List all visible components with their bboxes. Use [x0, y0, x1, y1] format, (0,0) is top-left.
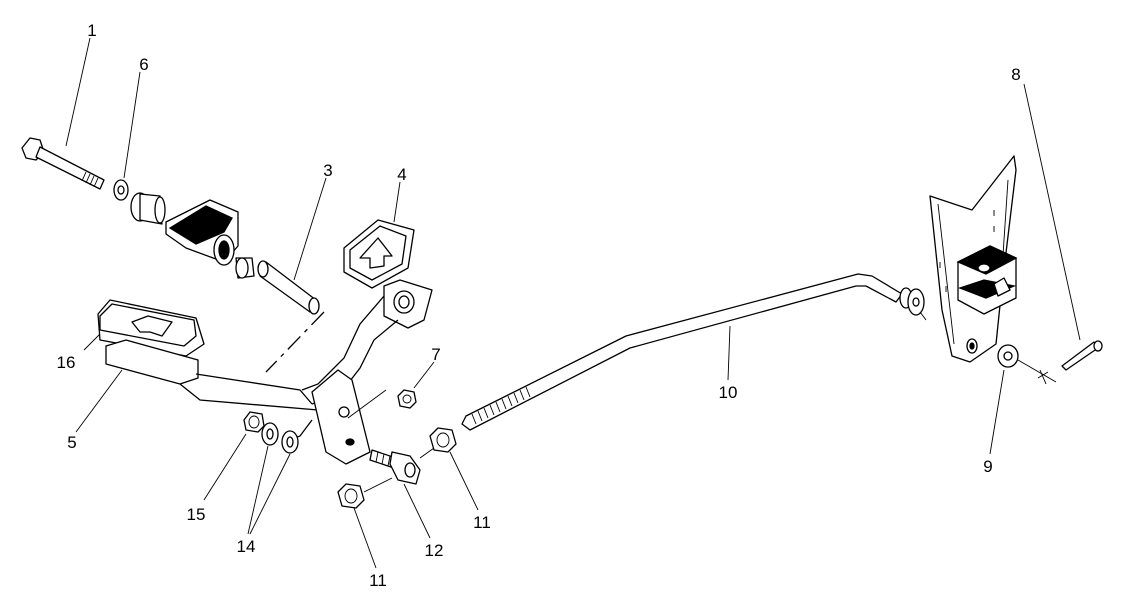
pedal-arm — [301, 279, 433, 405]
callout-11-lower: 11 — [369, 571, 387, 590]
pedal-plate-part-5 — [105, 339, 319, 411]
callout-9: 9 — [983, 457, 992, 476]
pedal-pad-part-4 — [343, 219, 415, 289]
leader-14b — [249, 453, 291, 535]
swivel-part-12 — [363, 447, 435, 493]
callout-16: 16 — [57, 353, 76, 372]
leader-3 — [293, 177, 327, 281]
washers-part-14 — [261, 422, 299, 454]
nut-part-7 — [397, 389, 417, 409]
callout-labels: 1 6 3 4 16 5 7 15 14 11 12 11 10 8 9 — [57, 21, 1021, 590]
leader-5 — [75, 369, 123, 433]
leader-6 — [123, 71, 141, 179]
leader-9 — [989, 369, 1005, 455]
nut-part-11-upper — [429, 427, 457, 453]
callout-1: 1 — [87, 21, 96, 40]
leader-4 — [393, 181, 401, 223]
control-rod-part-10 — [461, 273, 927, 431]
leader-14a — [247, 445, 269, 535]
nut-part-15 — [243, 411, 265, 433]
leader-lines — [65, 37, 1081, 569]
leader-11a — [449, 451, 479, 511]
callout-3: 3 — [323, 161, 332, 180]
pivot-block — [165, 199, 239, 266]
leader-10 — [727, 325, 731, 381]
callout-7: 7 — [431, 345, 440, 364]
spacer-tube-part-3 — [257, 260, 320, 315]
callout-4: 4 — [397, 165, 406, 184]
washer-part-6 — [113, 179, 129, 201]
callout-8: 8 — [1011, 65, 1020, 84]
callout-12: 12 — [425, 541, 444, 560]
leader-7 — [413, 361, 435, 389]
small-bushing — [235, 257, 255, 279]
flanged-bushing — [130, 192, 166, 225]
leader-12 — [403, 483, 431, 539]
washer-part-9 — [997, 344, 1057, 385]
nut-part-11-lower — [337, 483, 365, 509]
callout-14: 14 — [237, 537, 256, 556]
callout-11-upper: 11 — [473, 513, 491, 532]
bolt-part-1 — [21, 137, 105, 190]
callout-15: 15 — [187, 505, 206, 524]
clamp-block — [956, 245, 1018, 315]
leader-15 — [203, 433, 247, 501]
leader-11b — [353, 507, 377, 569]
callout-6: 6 — [139, 55, 148, 74]
callout-5: 5 — [67, 433, 76, 452]
mounting-bracket — [289, 369, 371, 465]
leader-16 — [83, 333, 101, 351]
leader-8 — [1023, 83, 1081, 341]
leader-1 — [65, 37, 91, 147]
cotter-pin-part-8 — [1061, 340, 1103, 371]
centerline-pivot — [265, 311, 325, 373]
callout-10: 10 — [719, 383, 738, 402]
centerline-nut-7 — [347, 389, 387, 419]
